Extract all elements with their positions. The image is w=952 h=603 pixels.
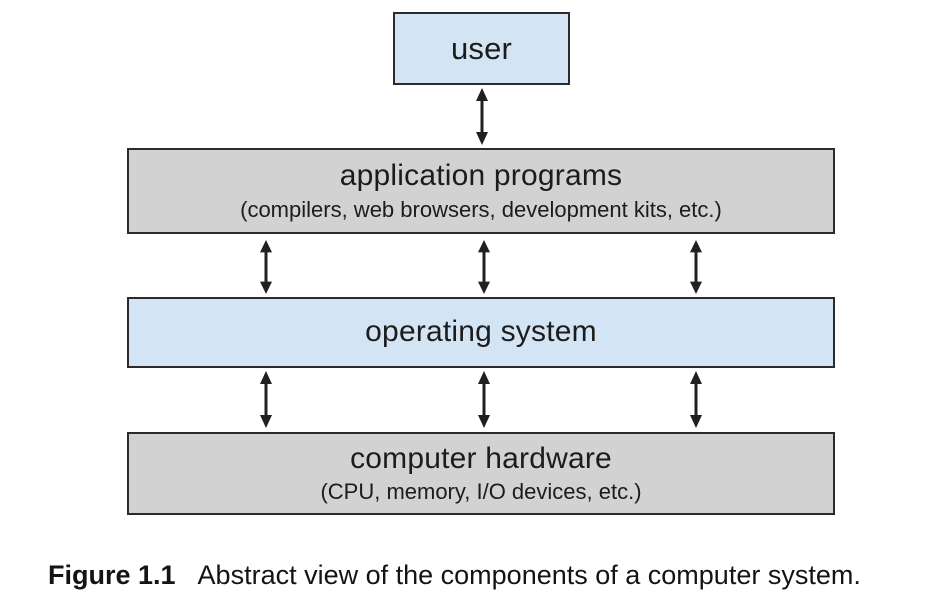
- operating-system-label: operating system: [365, 315, 597, 349]
- application-programs-label: application programs: [339, 159, 623, 193]
- double-arrow-icon: [478, 240, 490, 294]
- double-arrow-app-os-center: [475, 240, 493, 294]
- double-arrow-icon: [690, 371, 702, 428]
- operating-system-box: operating system: [127, 297, 835, 368]
- application-programs-examples: (compilers, web browsers, development ki…: [240, 196, 722, 222]
- double-arrow-icon: [478, 371, 490, 428]
- double-arrow-user-app: [473, 88, 491, 145]
- user-box: user: [393, 12, 570, 85]
- double-arrow-icon: [260, 371, 272, 428]
- double-arrow-os-hw-center: [475, 371, 493, 428]
- double-arrow-icon: [476, 88, 488, 145]
- double-arrow-app-os-left: [257, 240, 275, 294]
- double-arrow-app-os-right: [687, 240, 705, 294]
- computer-hardware-box: computer hardware (CPU, memory, I/O devi…: [127, 432, 835, 515]
- computer-hardware-label: computer hardware: [350, 441, 612, 475]
- figure-caption: Figure 1.1 Abstract view of the component…: [48, 560, 861, 591]
- double-arrow-os-hw-left: [257, 371, 275, 428]
- figure-caption-number: Figure 1.1: [48, 560, 176, 590]
- double-arrow-os-hw-right: [687, 371, 705, 428]
- computer-hardware-examples: (CPU, memory, I/O devices, etc.): [320, 479, 642, 505]
- user-box-label: user: [450, 30, 513, 66]
- figure-caption-text: Abstract view of the components of a com…: [197, 560, 861, 590]
- double-arrow-icon: [690, 240, 702, 294]
- double-arrow-icon: [260, 240, 272, 294]
- application-programs-box: application programs (compilers, web bro…: [127, 148, 835, 234]
